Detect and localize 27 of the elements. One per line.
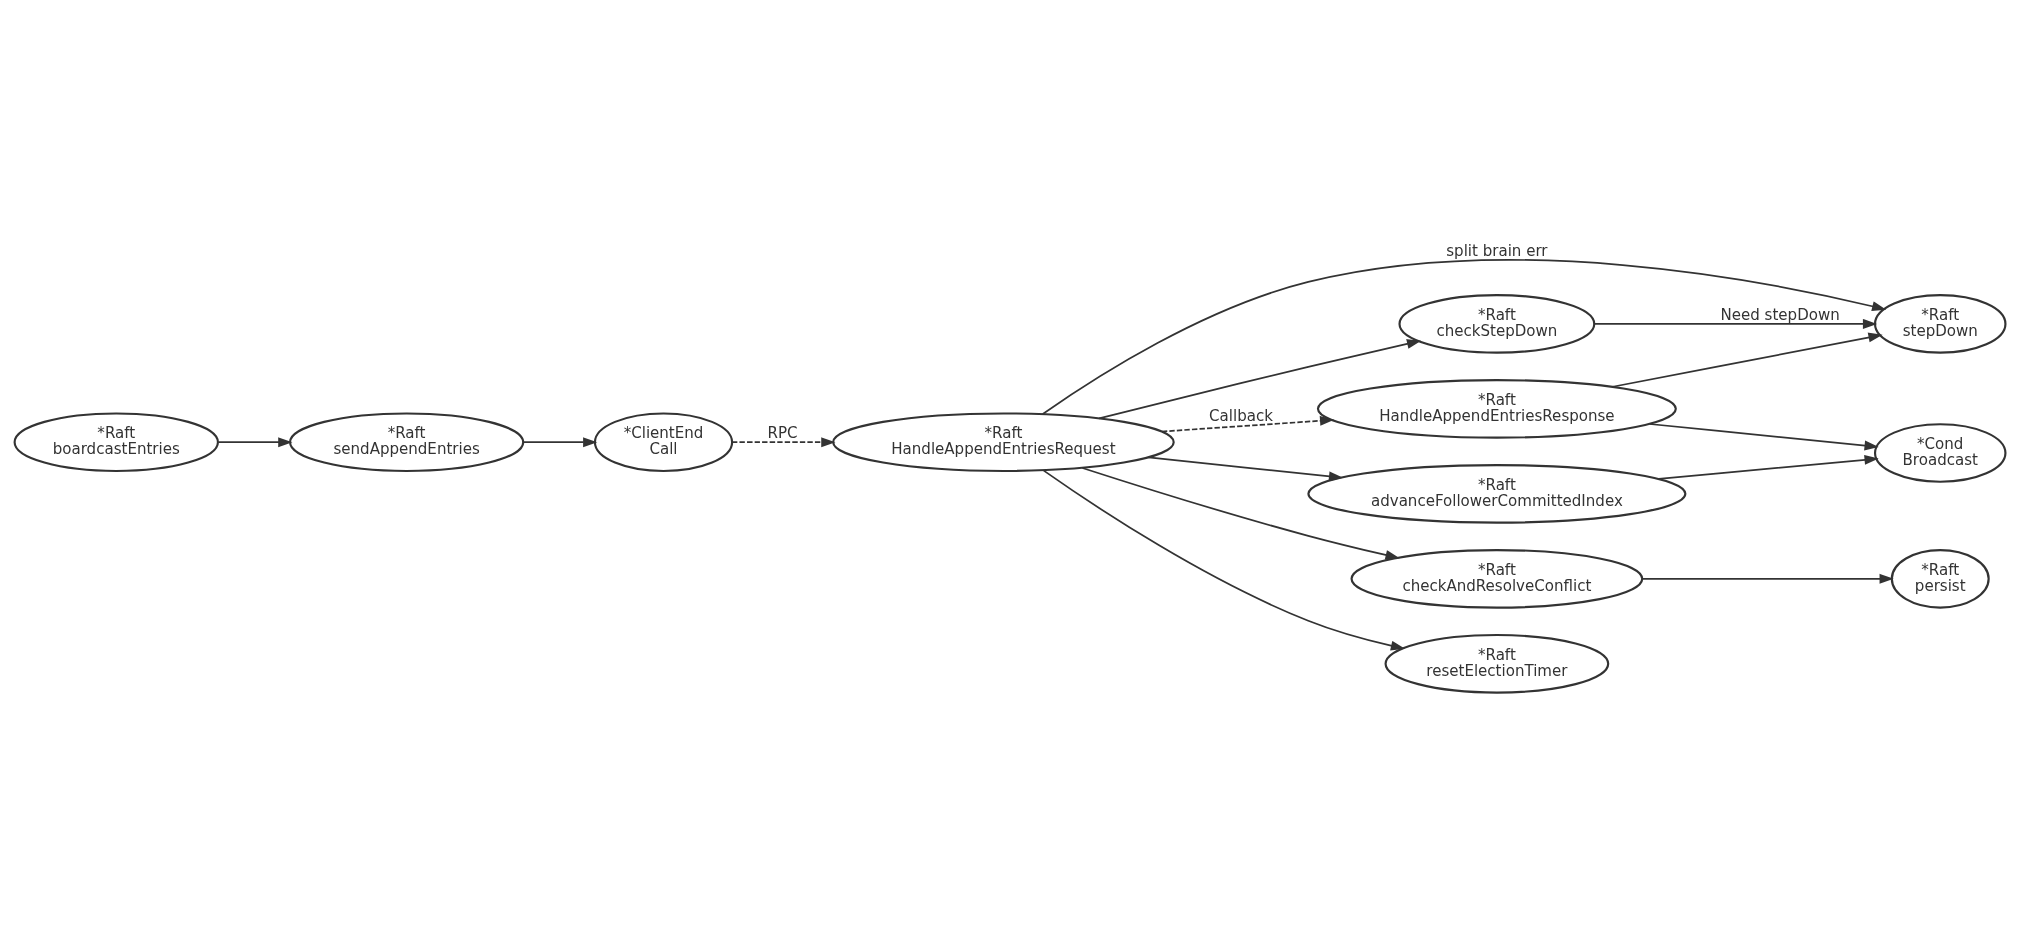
node-ellipse: *Raft sendAppendEntries [288, 412, 525, 473]
node-ellipse: *Raft checkStepDown [1398, 294, 1596, 354]
arrow [1657, 454, 1879, 480]
arrow [1041, 259, 1887, 415]
arrow [1042, 469, 1406, 651]
arrow [1648, 423, 1879, 451]
node-ellipse: *Raft advanceFollowerCommittedIndex [1307, 464, 1687, 524]
arrow [1098, 339, 1422, 420]
arrow [1611, 332, 1883, 388]
arrow [1147, 456, 1344, 482]
arrow [731, 437, 836, 448]
arrow [1593, 318, 1878, 329]
node-ellipse: *Raft boardcastEntries [13, 412, 219, 473]
arrow [1161, 415, 1335, 433]
edge-label: Callback [1209, 406, 1273, 425]
arrow [217, 437, 293, 448]
edge-label: split brain err [1446, 242, 1548, 261]
node-ellipse: *Raft resetElectionTimer [1384, 633, 1610, 694]
arrow [1081, 467, 1400, 560]
arrow [522, 437, 598, 448]
node-ellipse: *Raft persist [1890, 549, 1990, 609]
arrow [1641, 573, 1894, 584]
node-ellipse: *Raft HandleAppendEntriesRequest [832, 412, 1175, 473]
node-ellipse: *ClientEnd Call [593, 412, 734, 473]
node-ellipse: *Cond Broadcast [1873, 423, 2007, 483]
edge-label: Need stepDown [1720, 305, 1840, 324]
edge-label: RPC [767, 424, 798, 443]
